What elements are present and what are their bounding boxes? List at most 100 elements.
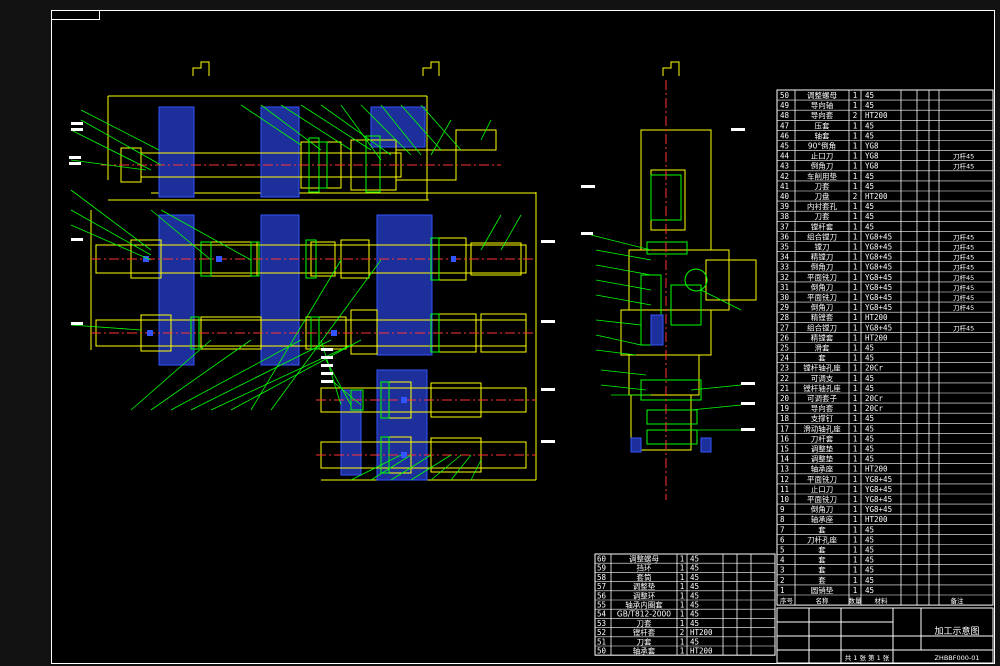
bom-material: YG8+45 [865, 243, 892, 252]
bom-qty: 2 [853, 192, 858, 201]
bom-no: 28 [780, 313, 790, 322]
bom-material: YG8+45 [865, 263, 892, 272]
bom-qty: 1 [853, 253, 858, 262]
bom-no: 43 [780, 162, 789, 171]
bom-material: YG8+45 [865, 283, 892, 292]
bom-no: 26 [780, 333, 790, 342]
bom-material: HT200 [865, 333, 888, 342]
bom-name: 镗杆轴孔座 [803, 383, 841, 393]
bom-no: 40 [780, 192, 790, 201]
bom-qty: 1 [853, 455, 858, 464]
bom-no: 13 [780, 465, 789, 474]
bom-material: 45 [690, 619, 699, 628]
bom-name: 倒角刀 [811, 262, 834, 272]
bom-no: 34 [780, 253, 790, 262]
bom-material: 45 [865, 212, 874, 221]
bom-no: 44 [780, 152, 790, 161]
bom-no: 9 [780, 505, 785, 514]
bom-no: 2 [780, 576, 785, 585]
bom-name: 轴承套 [633, 646, 656, 656]
vertical-section-view [581, 61, 757, 500]
bom-note: 刀杆45 [953, 243, 974, 252]
bom-name: 导向套 [811, 110, 834, 120]
bom-no: 48 [780, 111, 790, 120]
bom-header-cell: 备注 [951, 596, 965, 605]
bom-name: 调整螺母 [629, 554, 659, 564]
bom-qty: 1 [853, 212, 858, 221]
bom-material: HT200 [690, 628, 713, 637]
bom-qty: 1 [853, 172, 858, 181]
bom-name: 套 [818, 575, 826, 585]
bom-name: 倒角刀 [811, 302, 834, 312]
bom-material: YG8+45 [865, 475, 892, 484]
bom-material: 45 [865, 576, 874, 585]
bom-name: 平面铣刀 [807, 494, 837, 504]
bom-note: 刀杆45 [953, 273, 974, 282]
bom-name: 压套 [815, 120, 830, 130]
bom-no: 7 [780, 525, 785, 534]
bom-name: 套 [818, 555, 826, 565]
bom-qty: 1 [853, 344, 858, 353]
bom-qty: 1 [853, 465, 858, 474]
bom-no: 33 [780, 263, 789, 272]
bom-qty: 1 [853, 273, 858, 282]
bom-qty: 1 [853, 131, 858, 140]
bom-name: 镗杆套 [633, 627, 656, 637]
bom-material: HT200 [865, 111, 888, 120]
bom-material: YG8+45 [865, 253, 892, 262]
bom-no: 24 [780, 354, 790, 363]
bom-qty: 1 [853, 354, 858, 363]
bom-material: 45 [690, 582, 699, 591]
bom-material: YG8+45 [865, 485, 892, 494]
bom-name: 调整垫 [633, 581, 656, 591]
bom-name: 90°倒角 [808, 141, 836, 151]
bom-no: 52 [597, 628, 606, 637]
bom-name: 支撑钉 [811, 413, 834, 423]
corner-label-box [51, 10, 100, 20]
bom-qty: 1 [853, 101, 858, 110]
bom-qty: 1 [853, 404, 858, 413]
bom-material: 45 [690, 591, 699, 600]
bom-no: 53 [597, 619, 606, 628]
bom-no: 50 [597, 647, 607, 656]
bom-name: 倒角刀 [811, 282, 834, 292]
bom-name: 镗杆套 [811, 221, 834, 231]
bom-name: 套筒 [637, 572, 652, 582]
bom-no: 23 [780, 364, 789, 373]
bom-qty: 2 [680, 628, 685, 637]
bom-material: 45 [690, 637, 699, 646]
bom-name: 滑动轴孔座 [803, 423, 841, 433]
bom-material: HT200 [690, 647, 713, 656]
bom-note: 刀杆45 [953, 152, 974, 161]
bom-no: 4 [780, 556, 785, 565]
bom-qty: 1 [680, 619, 685, 628]
bom-header: 序号名称数量材料备注 [780, 596, 964, 605]
bom-note: 刀杆45 [953, 283, 974, 292]
bom-material: 45 [865, 172, 874, 181]
bom-qty: 1 [853, 313, 858, 322]
bom-name: 止口刀 [811, 151, 834, 161]
bom-name: 刀套 [637, 636, 652, 646]
